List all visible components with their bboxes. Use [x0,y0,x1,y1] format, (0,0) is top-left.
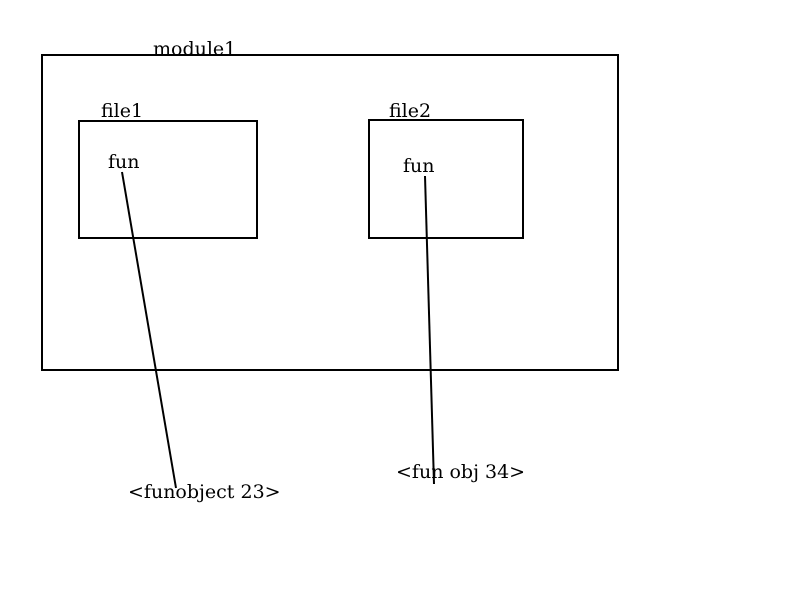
file1-fun-connector [121,171,177,489]
module-box [41,54,619,371]
file1-fun-label: fun [108,151,140,173]
file2-fun-connector [424,175,435,485]
file2-box [368,119,524,239]
file1-function-object-label: <funobject 23> [128,481,281,503]
file2-function-object-label: <fun obj 34> [396,461,525,483]
file2-label: file2 [389,100,431,122]
module-label: module1 [153,38,236,60]
file2-fun-label: fun [403,155,435,177]
file1-box [78,120,258,239]
file1-label: file1 [101,100,143,122]
